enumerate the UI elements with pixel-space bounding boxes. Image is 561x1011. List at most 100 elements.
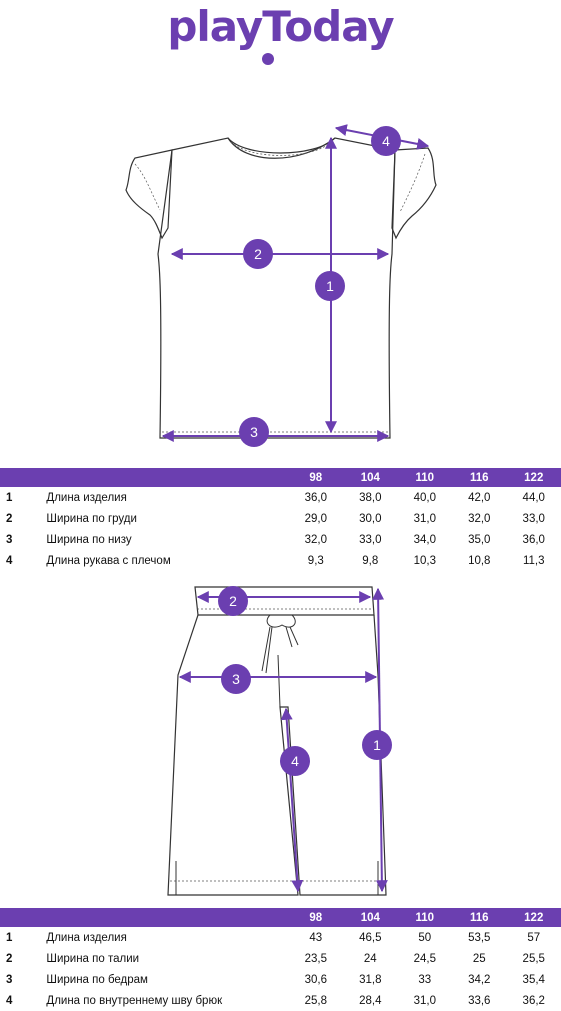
cell-value: 31,0	[398, 990, 452, 1011]
right-frill-sleeve	[392, 148, 436, 238]
cell-value: 44,0	[507, 487, 561, 508]
cell-value: 46,5	[343, 927, 397, 948]
svg-text:4: 4	[291, 753, 299, 769]
pants-drawing: 1 2 3 4	[0, 575, 561, 905]
cell-value: 36,0	[289, 487, 343, 508]
svg-text:2: 2	[229, 593, 237, 609]
row-label: Длина изделия	[46, 927, 288, 948]
cell-value: 40,0	[398, 487, 452, 508]
table-row: 1 Длина изделия 43 46,5 50 53,5 57	[0, 927, 561, 948]
row-label: Ширина по низу	[46, 529, 288, 550]
cell-value: 23,5	[289, 948, 343, 969]
row-number: 4	[0, 990, 46, 1011]
table-row: 4 Длина по внутреннему шву брюк 25,8 28,…	[0, 990, 561, 1011]
marker-1: 1	[315, 271, 345, 301]
table-row: 2 Ширина по груди 29,0 30,0 31,0 32,0 33…	[0, 508, 561, 529]
cell-value: 10,8	[452, 550, 506, 571]
cell-value: 34,2	[452, 969, 506, 990]
table-row: 4 Длина рукава с плечом 9,3 9,8 10,3 10,…	[0, 550, 561, 571]
size-header: 98	[289, 468, 343, 487]
cell-value: 24,5	[398, 948, 452, 969]
pants-outline	[168, 615, 386, 895]
row-number: 1	[0, 927, 46, 948]
cell-value: 33,0	[507, 508, 561, 529]
size-header: 110	[398, 908, 452, 927]
cell-value: 29,0	[289, 508, 343, 529]
size-header: 104	[343, 908, 397, 927]
svg-text:3: 3	[250, 424, 258, 440]
marker-3: 3	[239, 417, 269, 447]
drawstring	[267, 615, 295, 627]
cell-value: 35,0	[452, 529, 506, 550]
marker-2: 2	[218, 586, 248, 616]
cell-value: 36,2	[507, 990, 561, 1011]
cell-value: 25,5	[507, 948, 561, 969]
row-number: 2	[0, 948, 46, 969]
cell-value: 28,4	[343, 990, 397, 1011]
svg-text:4: 4	[382, 133, 390, 149]
size-header: 98	[289, 908, 343, 927]
cell-value: 33,6	[452, 990, 506, 1011]
cell-value: 31,8	[343, 969, 397, 990]
row-label: Ширина по талии	[46, 948, 288, 969]
cell-value: 35,4	[507, 969, 561, 990]
size-header: 104	[343, 468, 397, 487]
size-header: 116	[452, 468, 506, 487]
row-number: 4	[0, 550, 46, 571]
row-number: 2	[0, 508, 46, 529]
cell-value: 36,0	[507, 529, 561, 550]
row-label: Длина по внутреннему шву брюк	[46, 990, 288, 1011]
row-number: 1	[0, 487, 46, 508]
table-row: 3 Ширина по низу 32,0 33,0 34,0 35,0 36,…	[0, 529, 561, 550]
marker-3: 3	[221, 664, 251, 694]
shirt-outline	[158, 138, 395, 438]
row-label: Длина изделия	[46, 487, 288, 508]
svg-text:1: 1	[373, 737, 381, 753]
size-header: 110	[398, 468, 452, 487]
cell-value: 31,0	[398, 508, 452, 529]
size-header: 122	[507, 468, 561, 487]
size-header: 122	[507, 908, 561, 927]
cell-value: 34,0	[398, 529, 452, 550]
svg-text:2: 2	[254, 246, 262, 262]
table-row: 2 Ширина по талии 23,5 24 24,5 25 25,5	[0, 948, 561, 969]
cell-value: 25	[452, 948, 506, 969]
cell-value: 32,0	[452, 508, 506, 529]
cell-value: 50	[398, 927, 452, 948]
row-label: Ширина по бедрам	[46, 969, 288, 990]
size-header: 116	[452, 908, 506, 927]
cell-value: 38,0	[343, 487, 397, 508]
marker-4: 4	[280, 746, 310, 776]
cell-value: 11,3	[507, 550, 561, 571]
shirt-neckline	[228, 138, 335, 153]
table-header-row: 98 104 110 116 122	[0, 908, 561, 927]
measure-line-4	[286, 709, 298, 891]
top-size-table: 98 104 110 116 122 1 Длина изделия 36,0 …	[0, 468, 561, 571]
row-label: Ширина по груди	[46, 508, 288, 529]
logo-dot-icon	[262, 53, 274, 65]
row-label: Длина рукава с плечом	[46, 550, 288, 571]
cell-value: 30,0	[343, 508, 397, 529]
svg-text:1: 1	[326, 278, 334, 294]
top-garment-drawing: 1 2 3 4	[0, 120, 561, 465]
cell-value: 30,6	[289, 969, 343, 990]
cell-value: 32,0	[289, 529, 343, 550]
left-frill-sleeve	[126, 150, 172, 238]
cell-value: 24	[343, 948, 397, 969]
cell-value: 42,0	[452, 487, 506, 508]
row-number: 3	[0, 969, 46, 990]
marker-4: 4	[371, 126, 401, 156]
brand-logo: playToday	[0, 2, 561, 51]
cell-value: 25,8	[289, 990, 343, 1011]
svg-text:3: 3	[232, 671, 240, 687]
cell-value: 9,8	[343, 550, 397, 571]
marker-1: 1	[362, 730, 392, 760]
cell-value: 57	[507, 927, 561, 948]
cell-value: 33,0	[343, 529, 397, 550]
pants-size-table: 98 104 110 116 122 1 Длина изделия 43 46…	[0, 908, 561, 1011]
cell-value: 53,5	[452, 927, 506, 948]
table-row: 3 Ширина по бедрам 30,6 31,8 33 34,2 35,…	[0, 969, 561, 990]
cell-value: 9,3	[289, 550, 343, 571]
cell-value: 10,3	[398, 550, 452, 571]
row-number: 3	[0, 529, 46, 550]
